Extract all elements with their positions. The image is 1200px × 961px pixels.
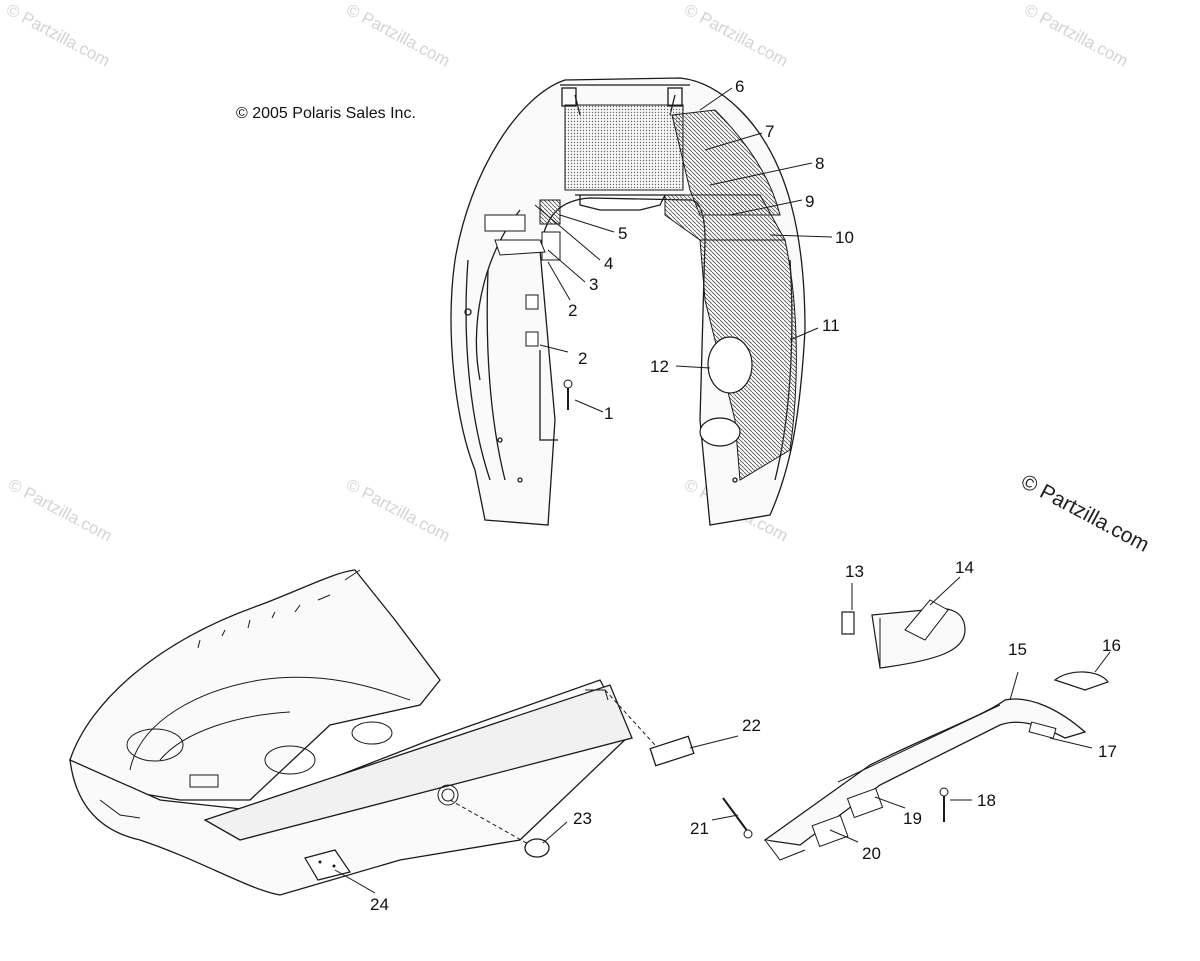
callout-23: 23: [573, 809, 592, 828]
callout-2: 2: [568, 301, 578, 320]
hood-insulation-right: [671, 109, 781, 216]
callout-9: 9: [805, 192, 815, 211]
copyright-text: © 2005 Polaris Sales Inc.: [236, 105, 416, 122]
leader-lines-lower: [334, 576, 1111, 894]
callout-18: 18: [977, 791, 996, 810]
callout-6: 6: [735, 77, 745, 96]
part-13-pad: [841, 611, 855, 635]
callout-11: 11: [822, 316, 840, 335]
callout-22: 22: [742, 716, 761, 735]
leader-lines-upper: [534, 87, 833, 413]
callout-10: 10: [835, 228, 854, 247]
callout-3: 3: [589, 275, 599, 294]
callout-20: 20: [862, 844, 881, 863]
callout-5: 5: [618, 224, 628, 243]
callout-13: 13: [845, 562, 864, 581]
callout-8: 8: [815, 154, 825, 173]
callout-15: 15: [1008, 640, 1027, 659]
callout-12: 12: [650, 357, 669, 376]
callout-2-second: 2: [578, 349, 588, 368]
callout-4: 4: [604, 254, 614, 273]
part-15-tunnel: [763, 698, 1087, 846]
callout-1: 1: [604, 404, 614, 423]
hood-details: [99, 569, 609, 819]
part-23-plug: [524, 838, 550, 858]
callout-7: 7: [765, 122, 775, 141]
part-22-pad: [649, 735, 695, 767]
hood-assembly: [69, 569, 633, 896]
callout-16: 16: [1102, 636, 1121, 655]
part-16-clip: [1053, 671, 1109, 691]
callout-21: 21: [690, 819, 709, 838]
callout-14: 14: [955, 558, 974, 577]
callout-24: 24: [370, 895, 389, 914]
callout-19: 19: [903, 809, 922, 828]
callout-17: 17: [1098, 742, 1117, 761]
hood-insulation-panel: [564, 104, 684, 191]
